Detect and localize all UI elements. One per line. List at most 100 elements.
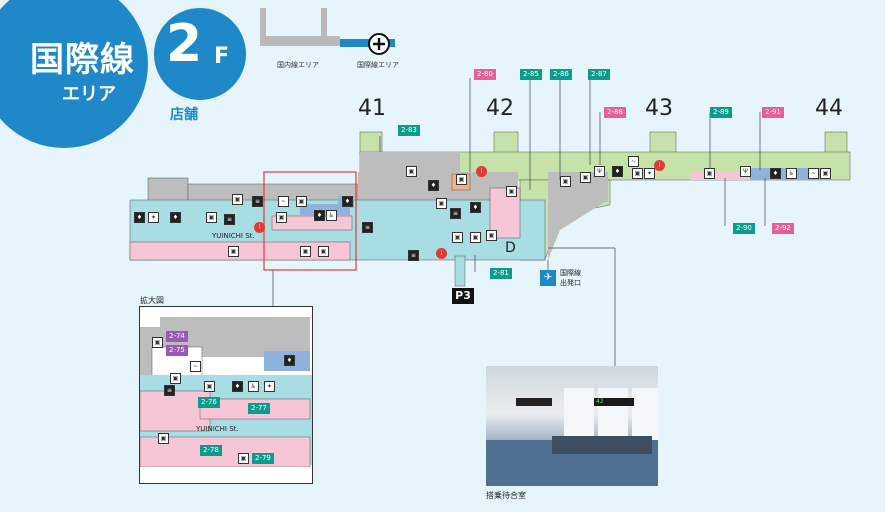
escalator-icon: ≡ xyxy=(450,208,461,219)
gate-42: 42 xyxy=(486,96,514,121)
shop-icon: ▣ xyxy=(506,186,517,197)
shop-tag-2-83[interactable]: 2-83 xyxy=(398,125,420,136)
mini-map-domestic-label: 国内線エリア xyxy=(277,61,319,69)
waiting-room-photo: 42 xyxy=(486,366,658,486)
shop-icon: ▣ xyxy=(204,381,215,392)
shop-tag-2-87[interactable]: 2-87 xyxy=(588,69,610,80)
mini-map: 国内線エリア 国際線エリア xyxy=(255,6,425,69)
restroom-icon: ♦ xyxy=(470,202,481,213)
shop-tag-2-91[interactable]: 2-91 xyxy=(762,107,784,118)
info-icon: i xyxy=(254,222,265,233)
inset-shop-tag-2-77[interactable]: 2-77 xyxy=(248,403,270,414)
wheelchair-icon: ♿ xyxy=(786,168,797,179)
inset-shop-tag-2-74[interactable]: 2-74 xyxy=(166,331,188,342)
escalator-icon: ≡ xyxy=(252,196,263,207)
shop-icon: ▣ xyxy=(152,337,163,348)
restroom-icon: ♦ xyxy=(170,212,181,223)
floor-suffix: F xyxy=(214,44,230,69)
escalator-icon: ≡ xyxy=(224,214,235,225)
gate-44: 44 xyxy=(815,96,843,121)
escalator-icon: ≡ xyxy=(164,385,175,396)
shop-icon: ▣ xyxy=(456,174,467,185)
shop-icon: ▣ xyxy=(452,232,463,243)
inset-title: 拡大図 xyxy=(140,296,164,305)
shop-icon: ▣ xyxy=(406,166,417,177)
inset-shop-tag-2-78[interactable]: 2-78 xyxy=(200,445,222,456)
restroom-icon: ♦ xyxy=(232,381,243,392)
inset-shop-tag-2-79[interactable]: 2-79 xyxy=(252,453,274,464)
shop-icon: ▣ xyxy=(296,196,307,207)
shop-icon: ▣ xyxy=(632,168,643,179)
shop-icon: ▣ xyxy=(318,246,329,257)
shop-icon: ▣ xyxy=(300,246,311,257)
nursery-icon: ✦ xyxy=(264,381,275,392)
info-icon: i xyxy=(654,160,665,171)
inset-street-label: YUINICHI St. xyxy=(196,425,239,433)
shop-tag-2-85[interactable]: 2-85 xyxy=(520,69,542,80)
restroom-icon: ♦ xyxy=(428,180,439,191)
shop-tag-2-92[interactable]: 2-92 xyxy=(772,223,794,234)
shop-tag-2-90[interactable]: 2-90 xyxy=(733,223,755,234)
smoking-icon: ~ xyxy=(808,168,819,179)
nursery-icon: ✦ xyxy=(148,212,159,223)
shop-icon: ▣ xyxy=(170,373,181,384)
shop-icon: ▣ xyxy=(228,246,239,257)
inset-shop-tag-2-75[interactable]: 2-75 xyxy=(166,345,188,356)
shop-tag-2-88[interactable]: 2-88 xyxy=(604,107,626,118)
shop-icon: ▣ xyxy=(820,168,831,179)
shop-tag-2-81[interactable]: 2-81 xyxy=(490,268,512,279)
shop-tag-2-86[interactable]: 2-86 xyxy=(550,69,572,80)
area-badge-subtitle: エリア xyxy=(62,84,116,105)
floor-number: 2 xyxy=(166,14,203,74)
gate-43: 43 xyxy=(645,96,673,121)
smoking-icon: ~ xyxy=(278,196,289,207)
shop-tag-2-89[interactable]: 2-89 xyxy=(710,107,732,118)
restaurant-icon: Ψ xyxy=(594,166,605,177)
area-badge: 国際線 エリア xyxy=(0,0,148,148)
restroom-icon: ♦ xyxy=(770,168,781,179)
inset-shop-tag-2-76[interactable]: 2-76 xyxy=(198,397,220,408)
shop-icon: ▣ xyxy=(276,212,287,223)
street-label: YUINICHI St. xyxy=(212,232,255,240)
shop-tag-2-80[interactable]: 2-80 xyxy=(474,69,496,80)
photo-gate-sign: 42 xyxy=(594,398,634,406)
nursery-icon: ✦ xyxy=(644,168,655,179)
restroom-icon: ♦ xyxy=(134,212,145,223)
intl-departure-label-1: 国際線 xyxy=(560,269,581,277)
floor-badge: 2 F xyxy=(150,4,250,104)
photo-gate-sign-number: 42 xyxy=(596,398,604,405)
wheelchair-icon: ♿ xyxy=(248,381,259,392)
shop-icon: ▣ xyxy=(486,230,497,241)
shop-icon: ▣ xyxy=(238,453,249,464)
shop-icon: ▣ xyxy=(232,194,243,205)
mini-map-international-label: 国際線エリア xyxy=(357,61,399,69)
airplane-icon: ✈ xyxy=(540,270,556,286)
photo-caption: 搭乗待合室 xyxy=(486,491,526,500)
restroom-icon: ♦ xyxy=(314,210,325,221)
escalator-icon: ≡ xyxy=(408,250,419,261)
wheelchair-icon: ♿ xyxy=(326,210,337,221)
restroom-icon: ♦ xyxy=(342,196,353,207)
info-icon: i xyxy=(476,166,487,177)
smoking-icon: ~ xyxy=(628,156,639,167)
area-badge-title: 国際線 xyxy=(30,40,135,80)
parking-p3-sign[interactable]: P3 xyxy=(452,288,474,304)
restroom-icon: ♦ xyxy=(284,355,295,366)
category-label: 店舗 xyxy=(170,107,198,123)
escalator-icon: ≡ xyxy=(362,222,373,233)
shop-icon: ▣ xyxy=(704,168,715,179)
restroom-icon: ♦ xyxy=(612,166,623,177)
area-letter-d: D xyxy=(505,240,516,256)
shop-icon: ▣ xyxy=(560,176,571,187)
info-icon: i xyxy=(436,248,447,259)
shop-icon: ▣ xyxy=(470,232,481,243)
mini-map-graphic xyxy=(260,8,395,55)
shop-icon: ▣ xyxy=(436,198,447,209)
intl-departure-label-2: 出発口 xyxy=(560,279,581,287)
inset-map: 2-74 2-75 2-76 2-77 2-78 2-79 ▣ ~ ▣ ≡ ▣ … xyxy=(139,306,313,484)
smoking-icon: ~ xyxy=(190,361,201,372)
shop-icon: ▣ xyxy=(158,433,169,444)
shop-icon: ▣ xyxy=(206,212,217,223)
shop-icon: ▣ xyxy=(580,172,591,183)
